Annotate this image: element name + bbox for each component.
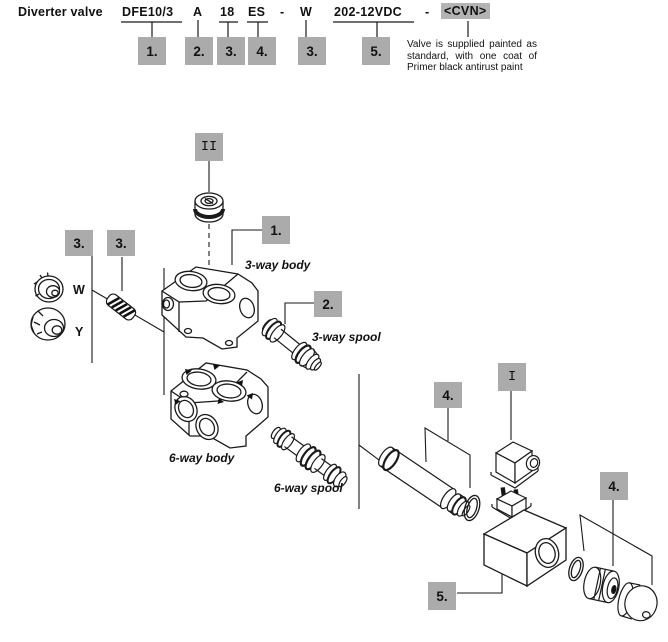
knob-y-part — [30, 307, 66, 341]
code-segment-cvn: <CVN> — [441, 3, 490, 19]
code-segment-series: DFE10/3 — [122, 5, 174, 19]
paint-note-line: Valve is supplied painted as — [407, 39, 537, 50]
code-segment-spool: W — [300, 5, 313, 19]
nut-part — [583, 566, 620, 604]
section-marker-i: I — [498, 363, 526, 391]
code-callout-3b: 3. — [298, 37, 326, 65]
coil-terminal-part — [491, 487, 532, 520]
code-callout-5: 5. — [362, 37, 390, 65]
callout-knobs: 3. — [65, 230, 93, 256]
code-segment-a: A — [193, 5, 203, 19]
callout-spool3: 2. — [314, 291, 342, 317]
code-callout-2: 2. — [185, 37, 213, 65]
callout-coil: 5. — [428, 582, 456, 610]
plug-part — [193, 192, 225, 223]
code-segment-es: ES — [248, 5, 266, 19]
label-6-way-spool: 6-way spool — [274, 481, 343, 495]
callout-cartridge: 4. — [434, 382, 462, 408]
code-connector-lines — [121, 20, 469, 37]
product-title: Diverter valve — [18, 5, 103, 19]
callout-body3: 1. — [262, 216, 290, 244]
code-segment-dash: - — [425, 5, 430, 19]
code-segment-voltage: 202-12VDC — [334, 5, 403, 19]
paint-note-line: standard, with one coat of — [407, 50, 537, 62]
code-segment-dash: - — [280, 5, 285, 19]
din-connector-part — [490, 441, 541, 489]
callout-spring: 3. — [107, 230, 135, 256]
three-way-body-part — [161, 266, 259, 350]
label-option-y: Y — [75, 325, 84, 339]
diagram-connector-lines — [91, 161, 653, 594]
paint-note: Valve is supplied painted as standard, w… — [407, 39, 537, 74]
solenoid-tube-part — [378, 446, 471, 517]
flow-arrows — [174, 364, 253, 405]
label-6-way-body: 6-way body — [169, 451, 235, 465]
label-option-w: W — [73, 283, 85, 297]
code-callout-4: 4. — [248, 37, 276, 65]
code-segment-size: 18 — [220, 5, 235, 19]
six-way-spool-part — [270, 426, 348, 488]
paint-note-line: Primer black antirust paint — [407, 62, 523, 73]
callout-plug-group: 4. — [600, 472, 628, 500]
o-ring-part — [568, 556, 584, 582]
code-callout-3: 3. — [217, 37, 245, 65]
label-3-way-body: 3-way body — [245, 258, 311, 272]
coil-part — [482, 509, 568, 588]
cap-part — [617, 582, 658, 622]
six-way-body-part — [170, 362, 269, 449]
section-marker-ii: II — [195, 133, 223, 161]
o-ring-part — [463, 494, 481, 522]
spring-part — [105, 293, 137, 321]
knob-w-part — [33, 272, 64, 303]
label-3-way-spool: 3-way spool — [312, 330, 381, 344]
three-way-spool-part — [261, 317, 322, 371]
code-callout-1: 1. — [138, 37, 166, 65]
